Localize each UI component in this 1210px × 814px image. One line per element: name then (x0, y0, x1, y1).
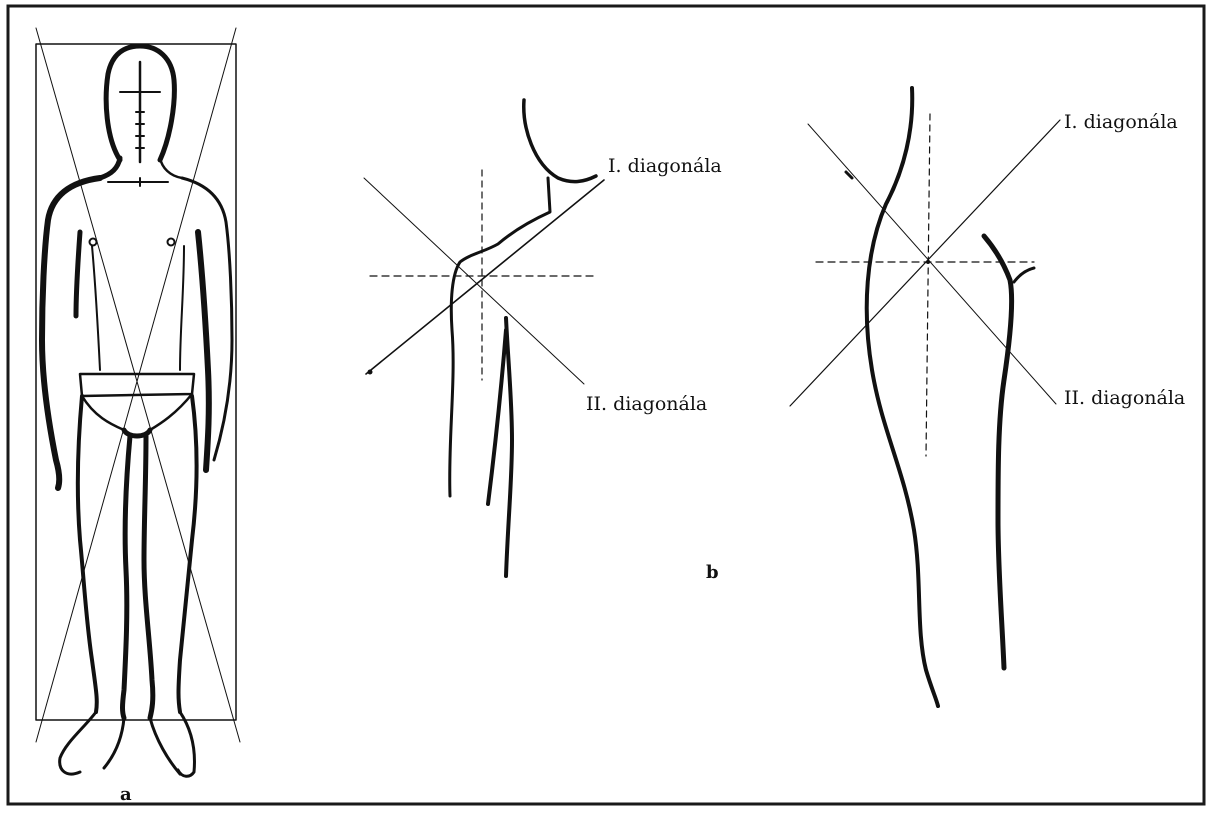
side-arm-branch (1014, 268, 1034, 282)
side-back-contour (867, 88, 938, 706)
nipple-right (168, 239, 175, 246)
side-arm-contour (984, 236, 1012, 668)
side-diagonal-2 (808, 124, 1056, 404)
leg-right-inner (144, 436, 153, 718)
leg-left-outer (78, 396, 97, 712)
side-diag1-label: I. diagonála (1064, 111, 1178, 133)
shoulder-arm-left (42, 178, 100, 488)
briefs-waistband (80, 374, 194, 396)
foot-left (60, 712, 124, 774)
torso-right (180, 246, 184, 370)
leg-right-outer (179, 396, 197, 712)
front-diag1-label: I. diagonála (608, 155, 722, 177)
panel-a-figure (36, 28, 240, 776)
panel-b-front-shoulder (364, 100, 604, 576)
front-shoulder-contour (450, 178, 550, 496)
neck-right (160, 158, 182, 178)
foot-right (150, 712, 194, 776)
neck-left (100, 158, 120, 178)
front-neck-contour (524, 100, 596, 182)
front-diagonal-1 (366, 180, 604, 374)
inner-arm-right (198, 232, 209, 470)
panel-a-label: a (120, 784, 132, 805)
briefs-legs (82, 394, 192, 430)
side-diag2-label: II. diagonála (1064, 387, 1185, 409)
front-arm-contour (488, 318, 512, 576)
torso-left (92, 246, 100, 370)
clavicle-line (108, 178, 168, 186)
nipple-left (90, 239, 97, 246)
leg-left-inner (123, 436, 131, 718)
panel-b-side-shoulder (790, 88, 1060, 706)
front-diagonal-end-dot (368, 370, 373, 375)
inner-arm-left (76, 232, 80, 316)
side-center-dot (926, 260, 930, 264)
panel-b-label: b (706, 562, 719, 583)
side-vertical-dashed (926, 114, 930, 456)
front-diag2-label: II. diagonála (586, 393, 707, 415)
